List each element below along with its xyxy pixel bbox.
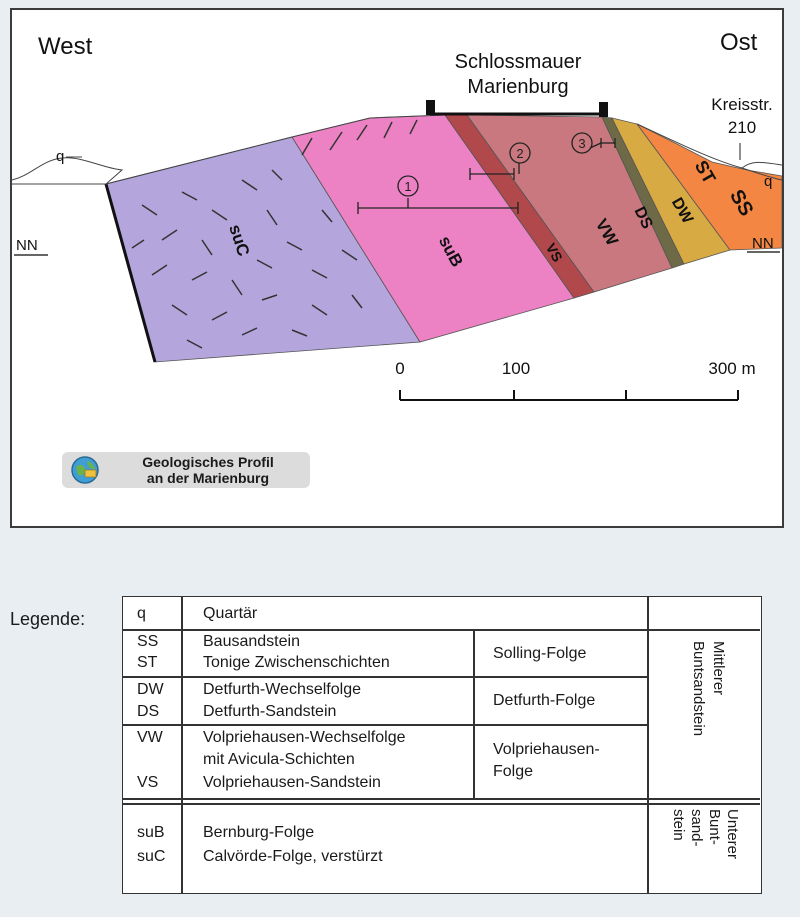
legend-desc-suC: Calvörde-Folge, verstürzt bbox=[203, 848, 383, 865]
legend-unterer-3: sand- bbox=[688, 809, 705, 847]
legend-group-detfurth: Detfurth-Folge bbox=[493, 692, 596, 709]
globe-icon bbox=[71, 456, 99, 484]
legend-code-SS: SS bbox=[137, 633, 159, 650]
legend-code-DW: DW bbox=[137, 681, 164, 698]
badge-line-2: an der Marienburg bbox=[146, 470, 270, 486]
legend-code-DS: DS bbox=[137, 703, 160, 720]
geological-profile: 1 2 3 West Ost Schlossmauer Marienburg K… bbox=[10, 8, 784, 528]
legend-group-volpriehausen-2: Folge bbox=[493, 763, 534, 780]
road-label-2: 210 bbox=[728, 118, 756, 137]
legend-col-line-2 bbox=[473, 629, 475, 799]
castle-wall-post-left bbox=[426, 100, 435, 115]
legend-code-VS: VS bbox=[137, 774, 159, 791]
legend-col-line-1 bbox=[181, 597, 183, 893]
scale-bar bbox=[399, 390, 739, 401]
legend-title: Legende: bbox=[10, 609, 86, 629]
badge-line-1: Geologisches Profil bbox=[142, 454, 274, 470]
castle-wall-label-2: Marienburg bbox=[467, 76, 568, 98]
legend-desc-VW-2: mit Avicula-Schichten bbox=[203, 751, 355, 768]
q-right-label: q bbox=[764, 173, 772, 190]
legend-desc-VW-1: Volpriehausen-Wechselfolge bbox=[203, 729, 406, 746]
legend-row-line-4 bbox=[123, 798, 760, 800]
castle-wall-label-1: Schlossmauer bbox=[455, 51, 582, 73]
marker-2-circle bbox=[509, 142, 531, 164]
unit-ST-SS bbox=[636, 123, 782, 251]
marker-1-circle bbox=[397, 175, 419, 197]
marker-bars bbox=[357, 138, 616, 214]
legend-row-line-2b bbox=[473, 676, 647, 678]
q-left-label: q bbox=[56, 148, 64, 165]
profile-badge: Geologisches Profil an der Marienburg bbox=[62, 452, 310, 488]
legend-unterer-4: stein bbox=[670, 809, 687, 841]
legend-mittlerer-1: Mittlerer bbox=[710, 641, 727, 696]
west-label: West bbox=[38, 33, 93, 60]
legend-desc-suB: Bernburg-Folge bbox=[203, 824, 315, 841]
legend-unterer-2: Bunt- bbox=[706, 809, 723, 845]
marker-3-label: 3 bbox=[578, 136, 585, 151]
east-label: Ost bbox=[720, 29, 758, 56]
suC-hatching bbox=[131, 169, 363, 349]
legend-code-suB: suB bbox=[137, 824, 165, 841]
legend-desc-VS: Volpriehausen-Sandstein bbox=[203, 774, 381, 791]
nn-right-label: NN bbox=[752, 235, 774, 252]
profile-drawing: 1 2 3 West Ost Schlossmauer Marienburg K… bbox=[12, 29, 782, 401]
fault-line-left bbox=[104, 183, 157, 363]
castle-wall-post-right bbox=[599, 102, 608, 117]
legend-code-ST: ST bbox=[137, 654, 158, 671]
suB-hatching bbox=[301, 119, 418, 156]
legend-row-line-2 bbox=[123, 676, 473, 678]
legend-desc-SS: Bausandstein bbox=[203, 633, 300, 650]
legend-desc-DS: Detfurth-Sandstein bbox=[203, 703, 337, 720]
road-label-1: Kreisstr. bbox=[711, 95, 772, 114]
legend-row-line-1 bbox=[123, 629, 648, 631]
legend-row-line-4b bbox=[123, 803, 760, 805]
scale-tick-100: 100 bbox=[502, 359, 530, 378]
legend-mittlerer-2: Buntsandstein bbox=[690, 641, 707, 737]
legend-desc-q: Quartär bbox=[203, 605, 258, 622]
road-embankment bbox=[741, 161, 782, 169]
legend-desc-ST: Tonige Zwischenschichten bbox=[203, 654, 390, 671]
surface-west-q bbox=[12, 157, 124, 185]
marker-1-label: 1 bbox=[404, 179, 411, 194]
nn-left-label: NN bbox=[16, 237, 38, 254]
legend-table: q Quartär SS ST Bausandstein Tonige Zwis… bbox=[122, 596, 762, 894]
legend-desc-DW: Detfurth-Wechselfolge bbox=[203, 681, 361, 698]
surface-line-mid bbox=[291, 117, 371, 138]
legend-col-line-3 bbox=[647, 597, 649, 893]
legend-group-volpriehausen-1: Volpriehausen- bbox=[493, 741, 600, 758]
badge-text: Geologisches Profil an der Marienburg bbox=[118, 454, 298, 486]
legend-unterer-1: Unterer bbox=[724, 809, 741, 860]
surface-east bbox=[636, 123, 782, 181]
legend-group-solling: Solling-Folge bbox=[493, 645, 587, 662]
legend-code-suC: suC bbox=[137, 848, 166, 865]
legend-row-line-right bbox=[647, 629, 760, 631]
legend-row-line-3 bbox=[123, 724, 648, 726]
legend-code-q: q bbox=[137, 605, 146, 622]
scale-tick-0: 0 bbox=[395, 359, 404, 378]
marker-3-circle bbox=[571, 132, 593, 154]
scale-tick-300: 300 m bbox=[708, 359, 755, 378]
marker-2-label: 2 bbox=[516, 146, 523, 161]
legend-code-VW: VW bbox=[137, 729, 163, 746]
surface-line-west bbox=[105, 136, 293, 185]
